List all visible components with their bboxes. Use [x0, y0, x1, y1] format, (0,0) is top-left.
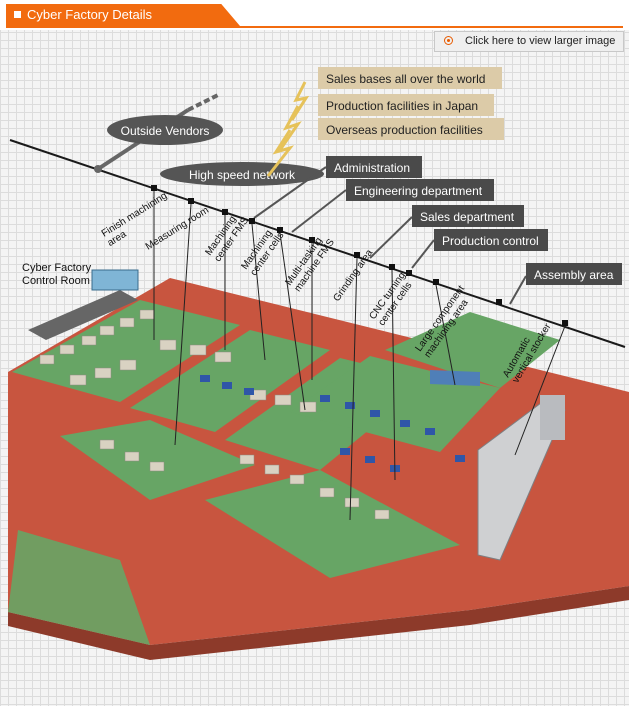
- green-zone: [385, 312, 560, 388]
- machine-cluster: [39, 309, 390, 520]
- connector-line: [411, 239, 435, 269]
- control-room-unit: [91, 269, 139, 291]
- department-box: [434, 229, 548, 251]
- high-speed-network-label: High speed network: [189, 168, 296, 182]
- global-base-label: Production facilities in Japan: [326, 99, 478, 113]
- department-box: [326, 156, 422, 178]
- global-base-box: [318, 118, 504, 140]
- department-box: [526, 263, 622, 285]
- stocker-tower: [540, 395, 565, 440]
- high-speed-network-ellipse: [160, 162, 324, 186]
- connector-line: [369, 216, 413, 259]
- global-base-box: [318, 67, 502, 89]
- network-node-markers: [151, 185, 568, 326]
- view-larger-image-button[interactable]: Click here to view larger image: [434, 31, 624, 52]
- control-room-label-line2: Control Room: [22, 275, 90, 287]
- page-title: Cyber Factory Details: [27, 7, 152, 22]
- large-component-machine: [430, 370, 480, 386]
- department-sales-label: Sales department: [420, 210, 515, 224]
- header-divider: [6, 26, 623, 28]
- department-production-control-label: Production control: [442, 234, 539, 248]
- outside-vendors-label: Outside Vendors: [121, 124, 210, 138]
- outside-vendor-link-dashed: [187, 93, 219, 112]
- view-larger-image-label: Click here to view larger image: [465, 35, 616, 47]
- control-room-label-line1: Cyber Factory: [22, 262, 92, 274]
- department-administration-label: Administration: [334, 161, 410, 175]
- connector-line: [291, 189, 347, 233]
- global-base-label: Overseas production facilities: [326, 123, 483, 137]
- green-zone: [205, 470, 460, 578]
- department-assembly-area-label: Assembly area: [534, 268, 614, 282]
- target-icon: [444, 36, 453, 45]
- network-line: [9, 139, 626, 348]
- global-base-label: Sales bases all over the world: [326, 72, 485, 86]
- header-tab: Cyber Factory Details: [6, 4, 240, 26]
- drop-lines: [153, 191, 566, 521]
- lightning-icon: [278, 105, 302, 151]
- header-bar: Cyber Factory Details: [0, 0, 629, 30]
- green-zone: [130, 330, 330, 432]
- outside-vendors-ellipse: [107, 115, 223, 145]
- lightning-icon: [266, 129, 295, 177]
- square-bullet-icon: [14, 11, 21, 18]
- department-box: [412, 205, 524, 227]
- area-finish-machining-label: Finish machining: [100, 190, 169, 239]
- connector-line: [253, 166, 327, 219]
- department-box: [346, 179, 494, 201]
- global-base-box: [318, 94, 494, 116]
- network-node: [94, 165, 102, 173]
- lightning-icon: [290, 81, 310, 121]
- green-zone: [8, 530, 150, 645]
- connector-line: [509, 275, 527, 305]
- department-engineering-label: Engineering department: [354, 184, 483, 198]
- control-room-conveyor: [28, 290, 138, 340]
